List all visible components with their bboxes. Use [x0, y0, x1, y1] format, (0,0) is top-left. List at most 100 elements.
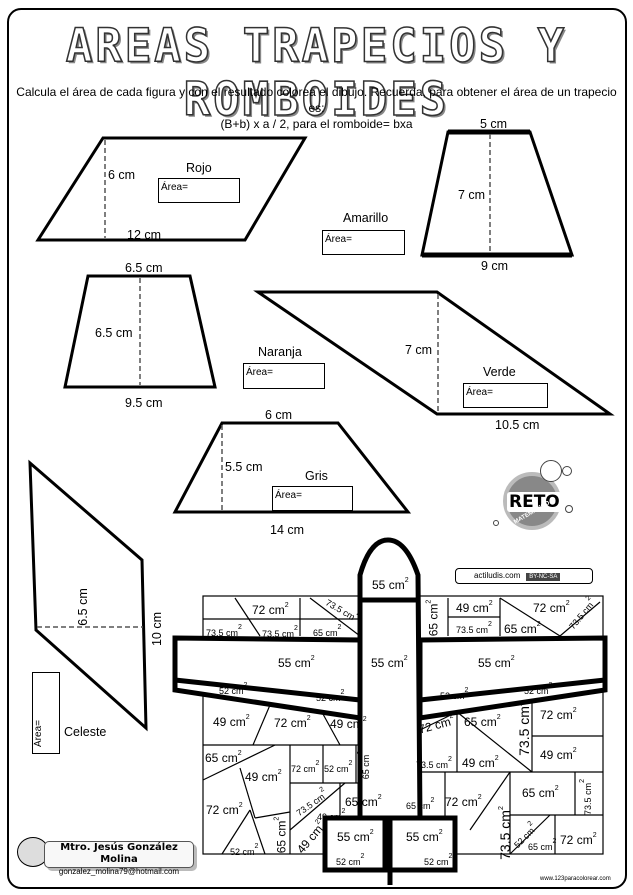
naranja-base: 9.5 cm — [125, 396, 163, 410]
puzzle-label-part: cm — [353, 830, 370, 844]
puzzle-label: 55 cm2 — [337, 829, 374, 843]
puzzle-label: 49 cm2 — [330, 716, 367, 730]
instructions: Calcula el área de cada figura y con el … — [10, 84, 623, 132]
puzzle-label-part: 2 — [448, 853, 453, 860]
page-border — [7, 8, 627, 889]
puzzle-label-part: 73.5 — [515, 728, 532, 756]
gris-base: 14 cm — [270, 523, 305, 537]
puzzle-label-part: 2 — [516, 702, 524, 707]
puzzle-label-part: 52 — [230, 847, 241, 857]
puzzle-label-part: 65 — [361, 769, 372, 780]
puzzle-label-part: cm — [328, 693, 341, 703]
puzzle-label-part: cm — [261, 770, 278, 784]
puzzle-label: 55 cm2 — [372, 577, 409, 591]
puzzle-label-part: 2 — [238, 802, 243, 809]
puzzle-label-part: 49 — [330, 717, 344, 731]
puzzle-label-part: 73.5 — [582, 797, 593, 815]
puzzle-label-part: cm — [282, 629, 295, 639]
puzzle-label-part: 2 — [497, 806, 505, 811]
puzzle-label: 72 cm2 — [206, 802, 243, 816]
puzzle-label: 72 cm2 — [291, 760, 319, 774]
puzzle-label: 52 cm2 — [524, 682, 552, 696]
puzzle-label: 55 cm2 — [371, 655, 408, 669]
puzzle-label-part: 2 — [592, 832, 597, 839]
puzzle-label-part: cm — [361, 795, 378, 809]
puzzle-label-part: 2 — [237, 750, 242, 757]
puzzle-label-part: 72 — [533, 601, 547, 615]
page-title: AREAS TRAPECIOS Y ROMBOIDES — [65, 19, 568, 128]
puzzle-label-part: 72 — [540, 708, 554, 722]
puzzle-label-part: 2 — [245, 714, 250, 721]
rojo-area-field[interactable]: Área= — [158, 178, 240, 203]
puzzle-label-part: 55 — [278, 656, 292, 670]
bubble-icon — [493, 520, 499, 526]
puzzle-label: 65 cm2 — [504, 621, 541, 635]
puzzle-label: 52 cm2 — [324, 760, 352, 774]
puzzle-label-part: 65 — [345, 795, 359, 809]
area-label: Área= — [466, 387, 493, 398]
puzzle-label-part: cm — [274, 820, 289, 837]
amarillo-top: 5 cm — [480, 117, 508, 131]
bubble-icon — [565, 505, 573, 513]
puzzle-label-part: 73.5 — [206, 628, 224, 638]
naranja-area-field[interactable]: Área= — [243, 363, 325, 389]
rojo-base: 12 cm — [127, 228, 162, 242]
verde-area-field[interactable]: Área= — [463, 383, 548, 408]
puzzle-label: 73.5 cm2 — [456, 621, 492, 635]
puzzle-label-part: 65 — [205, 751, 219, 765]
puzzle-label-part: 2 — [315, 760, 320, 767]
verde-romboide — [253, 290, 615, 416]
celeste-romboide — [28, 459, 148, 732]
puzzle-label-part: 49 — [213, 715, 227, 729]
puzzle-label-part: 2 — [572, 747, 577, 754]
puzzle-label: 49 cm2 — [456, 600, 493, 614]
puzzle-label: 72 cm2 — [560, 832, 597, 846]
puzzle-label-part: 49 — [462, 756, 476, 770]
puzzle-label-part: 2 — [340, 689, 345, 696]
puzzle-label-part: 2 — [243, 682, 248, 689]
puzzle-label-part: 49 — [456, 601, 470, 615]
puzzle-label-part: 52 — [336, 857, 347, 867]
puzzle-label: 72 cm2 — [533, 600, 570, 614]
puzzle-label-part: cm — [387, 656, 404, 670]
amarillo-area-field[interactable]: Área= — [322, 230, 405, 255]
celeste-area-field[interactable]: Área= — [32, 672, 60, 754]
puzzle-label-part: 52 — [424, 857, 435, 867]
puzzle-label-part: 2 — [430, 797, 435, 804]
puzzle-label: 49 cm2 — [540, 747, 577, 761]
gris-top: 6 cm — [265, 408, 293, 422]
badge-line-1: RETO — [507, 492, 562, 512]
puzzle-label: 72 cm2 — [540, 707, 577, 721]
gris-trapecio — [172, 421, 412, 514]
puzzle-label-part: 2 — [494, 755, 499, 762]
puzzle-label-part: cm — [576, 833, 593, 847]
puzzle-label-part: 2 — [438, 829, 443, 836]
credit-site: actiludis.com — [474, 571, 521, 580]
puzzle-label-part: cm — [480, 715, 497, 729]
license-badge: BY-NC-SA — [526, 573, 561, 581]
puzzle-label-part: 73.5 — [416, 760, 434, 770]
puzzle-label: 55 cm2 — [406, 829, 443, 843]
puzzle-label: 65 cm2 — [528, 838, 556, 852]
airplane-outline — [172, 537, 608, 885]
puzzle-label-part: 2 — [369, 829, 374, 836]
instructions-line-1: Calcula el área de cada figura y con el … — [16, 85, 617, 115]
gris-area-field[interactable]: Área= — [272, 486, 353, 511]
puzzle-label-part: 49 — [317, 812, 328, 822]
puzzle-label-part: cm — [436, 857, 449, 867]
puzzle-label-part: 55 — [371, 656, 385, 670]
puzzle-label: 72 cm2 — [274, 715, 311, 729]
puzzle-label: 55 cm2 — [278, 655, 315, 669]
celeste-base: 10 cm — [150, 611, 165, 647]
puzzle-label: 73.5 cm2 — [206, 624, 242, 638]
puzzle-label-part: cm — [452, 691, 465, 701]
puzzle-label-part: 72 — [252, 603, 266, 617]
verde-base: 10.5 cm — [495, 418, 540, 432]
puzzle-label-part: 65 — [406, 801, 417, 811]
area-label: Área= — [246, 367, 273, 378]
puzzle-label-part: 55 — [372, 578, 386, 592]
puzzle-label-part: cm — [231, 686, 244, 696]
author-name: Mtro. Jesús González Molina — [60, 842, 178, 865]
